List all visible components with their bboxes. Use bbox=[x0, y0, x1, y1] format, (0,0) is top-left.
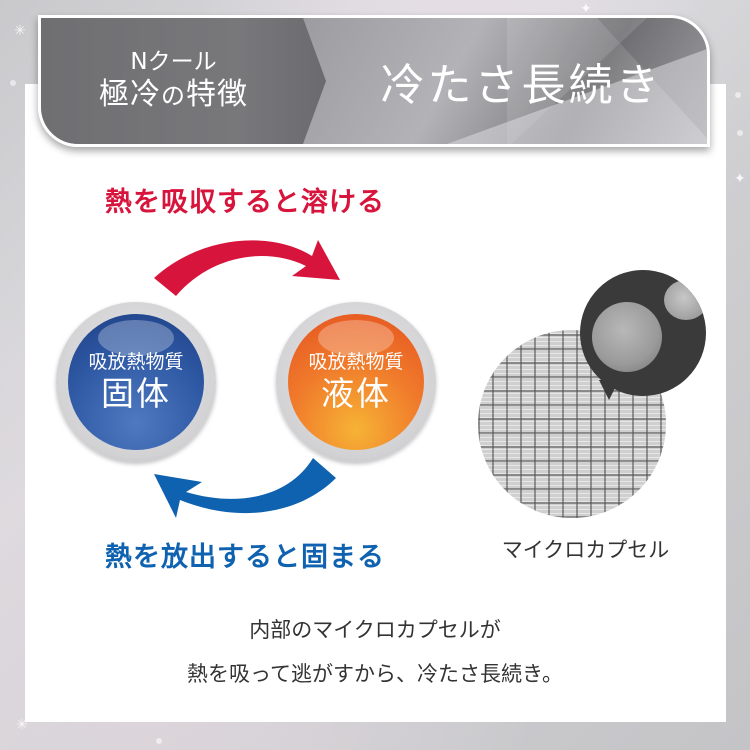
melt-label: 熱を吸収すると溶ける bbox=[105, 187, 385, 218]
red-arrow-right-icon bbox=[154, 240, 340, 296]
solid-state-orb: 吸放熱物質 固体 bbox=[56, 302, 216, 462]
banner-headline: 冷たさ長続き bbox=[380, 60, 663, 111]
banner-title: 極冷の特徴 bbox=[99, 76, 248, 112]
solidify-label: 熱を放出すると固まる bbox=[105, 542, 385, 573]
microcapsule-magnified-image bbox=[580, 270, 706, 396]
blue-arrow-left-icon bbox=[154, 458, 336, 518]
sparkle-icon: ✳ bbox=[14, 23, 26, 39]
description-line-1: 内部のマイクロカプセルが bbox=[249, 618, 501, 642]
description: 内部のマイクロカプセルが 熱を吸って逃がすから、冷たさ長続き。 bbox=[100, 608, 650, 696]
description-line-2: 熱を吸って逃がすから、冷たさ長続き。 bbox=[187, 662, 563, 686]
sparkle-icon: ✦ bbox=[734, 171, 746, 187]
capsule-sphere bbox=[592, 302, 662, 372]
bokeh-dot bbox=[737, 130, 743, 136]
bokeh-dot bbox=[156, 738, 162, 744]
capsule-sphere bbox=[664, 280, 706, 320]
banner-facet bbox=[447, 49, 707, 144]
banner-feature-label: Nクール 極冷の特徴 bbox=[41, 18, 326, 144]
header-banner: Nクール 極冷の特徴 冷たさ長続き bbox=[38, 15, 710, 147]
sparkle-icon: ✳ bbox=[16, 717, 28, 733]
banner-subtitle: Nクール bbox=[130, 48, 217, 75]
bokeh-dot bbox=[10, 80, 16, 86]
liquid-state-orb: 吸放熱物質 液体 bbox=[276, 302, 436, 462]
sparkle-icon: ✦ bbox=[580, 1, 592, 17]
microcapsule-label: マイクロカプセル bbox=[501, 538, 670, 562]
bokeh-dot bbox=[735, 92, 741, 98]
microcapsule-illustration: マイクロカプセル bbox=[478, 262, 708, 562]
